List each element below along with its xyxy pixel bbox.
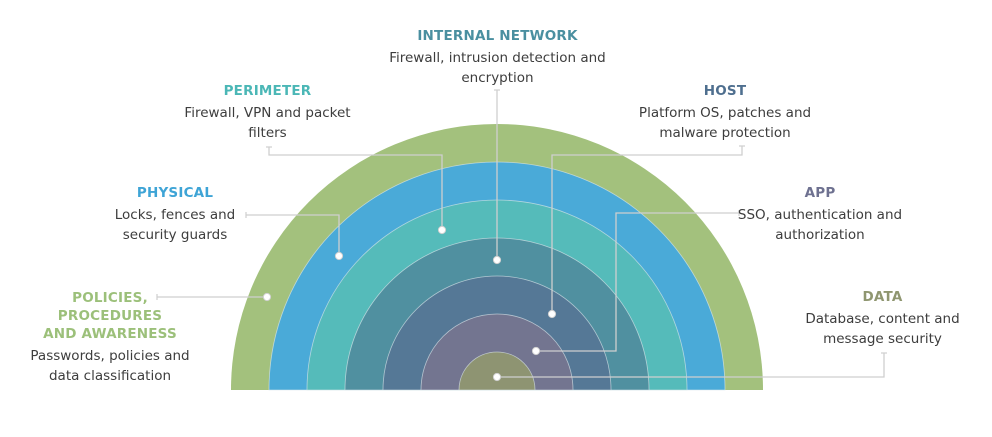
desc-app: SSO, authentication and authorization <box>737 207 903 243</box>
title-physical: PHYSICAL <box>136 185 214 201</box>
desc-perimeter: Firewall, VPN and packet filters <box>184 105 351 141</box>
connector-physical <box>246 214 340 256</box>
desc-data: Database, content and message security <box>805 311 960 347</box>
label-physical: PHYSICAL Locks, fences and security guar… <box>95 184 255 245</box>
connector-host <box>551 146 743 314</box>
ring-data <box>458 351 536 391</box>
marker-dot-physical <box>334 251 344 261</box>
marker-dot-data <box>492 372 502 382</box>
marker-dot-host <box>547 309 557 319</box>
label-host: HOST Platform OS, patches and malware pr… <box>620 82 830 143</box>
marker-dot-app <box>531 346 541 356</box>
connector-perimeter <box>268 147 443 230</box>
desc-internal-network: Firewall, intrusion detection and encryp… <box>389 50 606 86</box>
label-data: DATA Database, content and message secur… <box>790 288 975 349</box>
desc-host: Platform OS, patches and malware protect… <box>638 105 812 141</box>
marker-dot-policies <box>262 292 272 302</box>
label-internal-network: INTERNAL NETWORK Firewall, intrusion det… <box>385 27 610 88</box>
connector-app <box>536 212 739 352</box>
connector-data <box>497 353 885 378</box>
title-host: HOST <box>703 83 747 99</box>
title-perimeter: PERIMETER <box>223 83 312 99</box>
title-internal-network: INTERNAL NETWORK <box>417 28 578 44</box>
desc-physical: Locks, fences and security guards <box>114 207 236 243</box>
title-app: APP <box>804 185 836 201</box>
title-policies: POLICIES, PROCEDURES AND AWARENESS <box>43 290 177 342</box>
marker-dot-internal-network <box>492 255 502 265</box>
label-policies: POLICIES, PROCEDURES AND AWARENESS Passw… <box>10 289 210 386</box>
title-data: DATA <box>862 289 903 305</box>
label-app: APP SSO, authentication and authorizatio… <box>735 184 905 245</box>
marker-dot-perimeter <box>437 225 447 235</box>
label-perimeter: PERIMETER Firewall, VPN and packet filte… <box>165 82 370 143</box>
desc-policies: Passwords, policies and data classificat… <box>30 348 190 384</box>
